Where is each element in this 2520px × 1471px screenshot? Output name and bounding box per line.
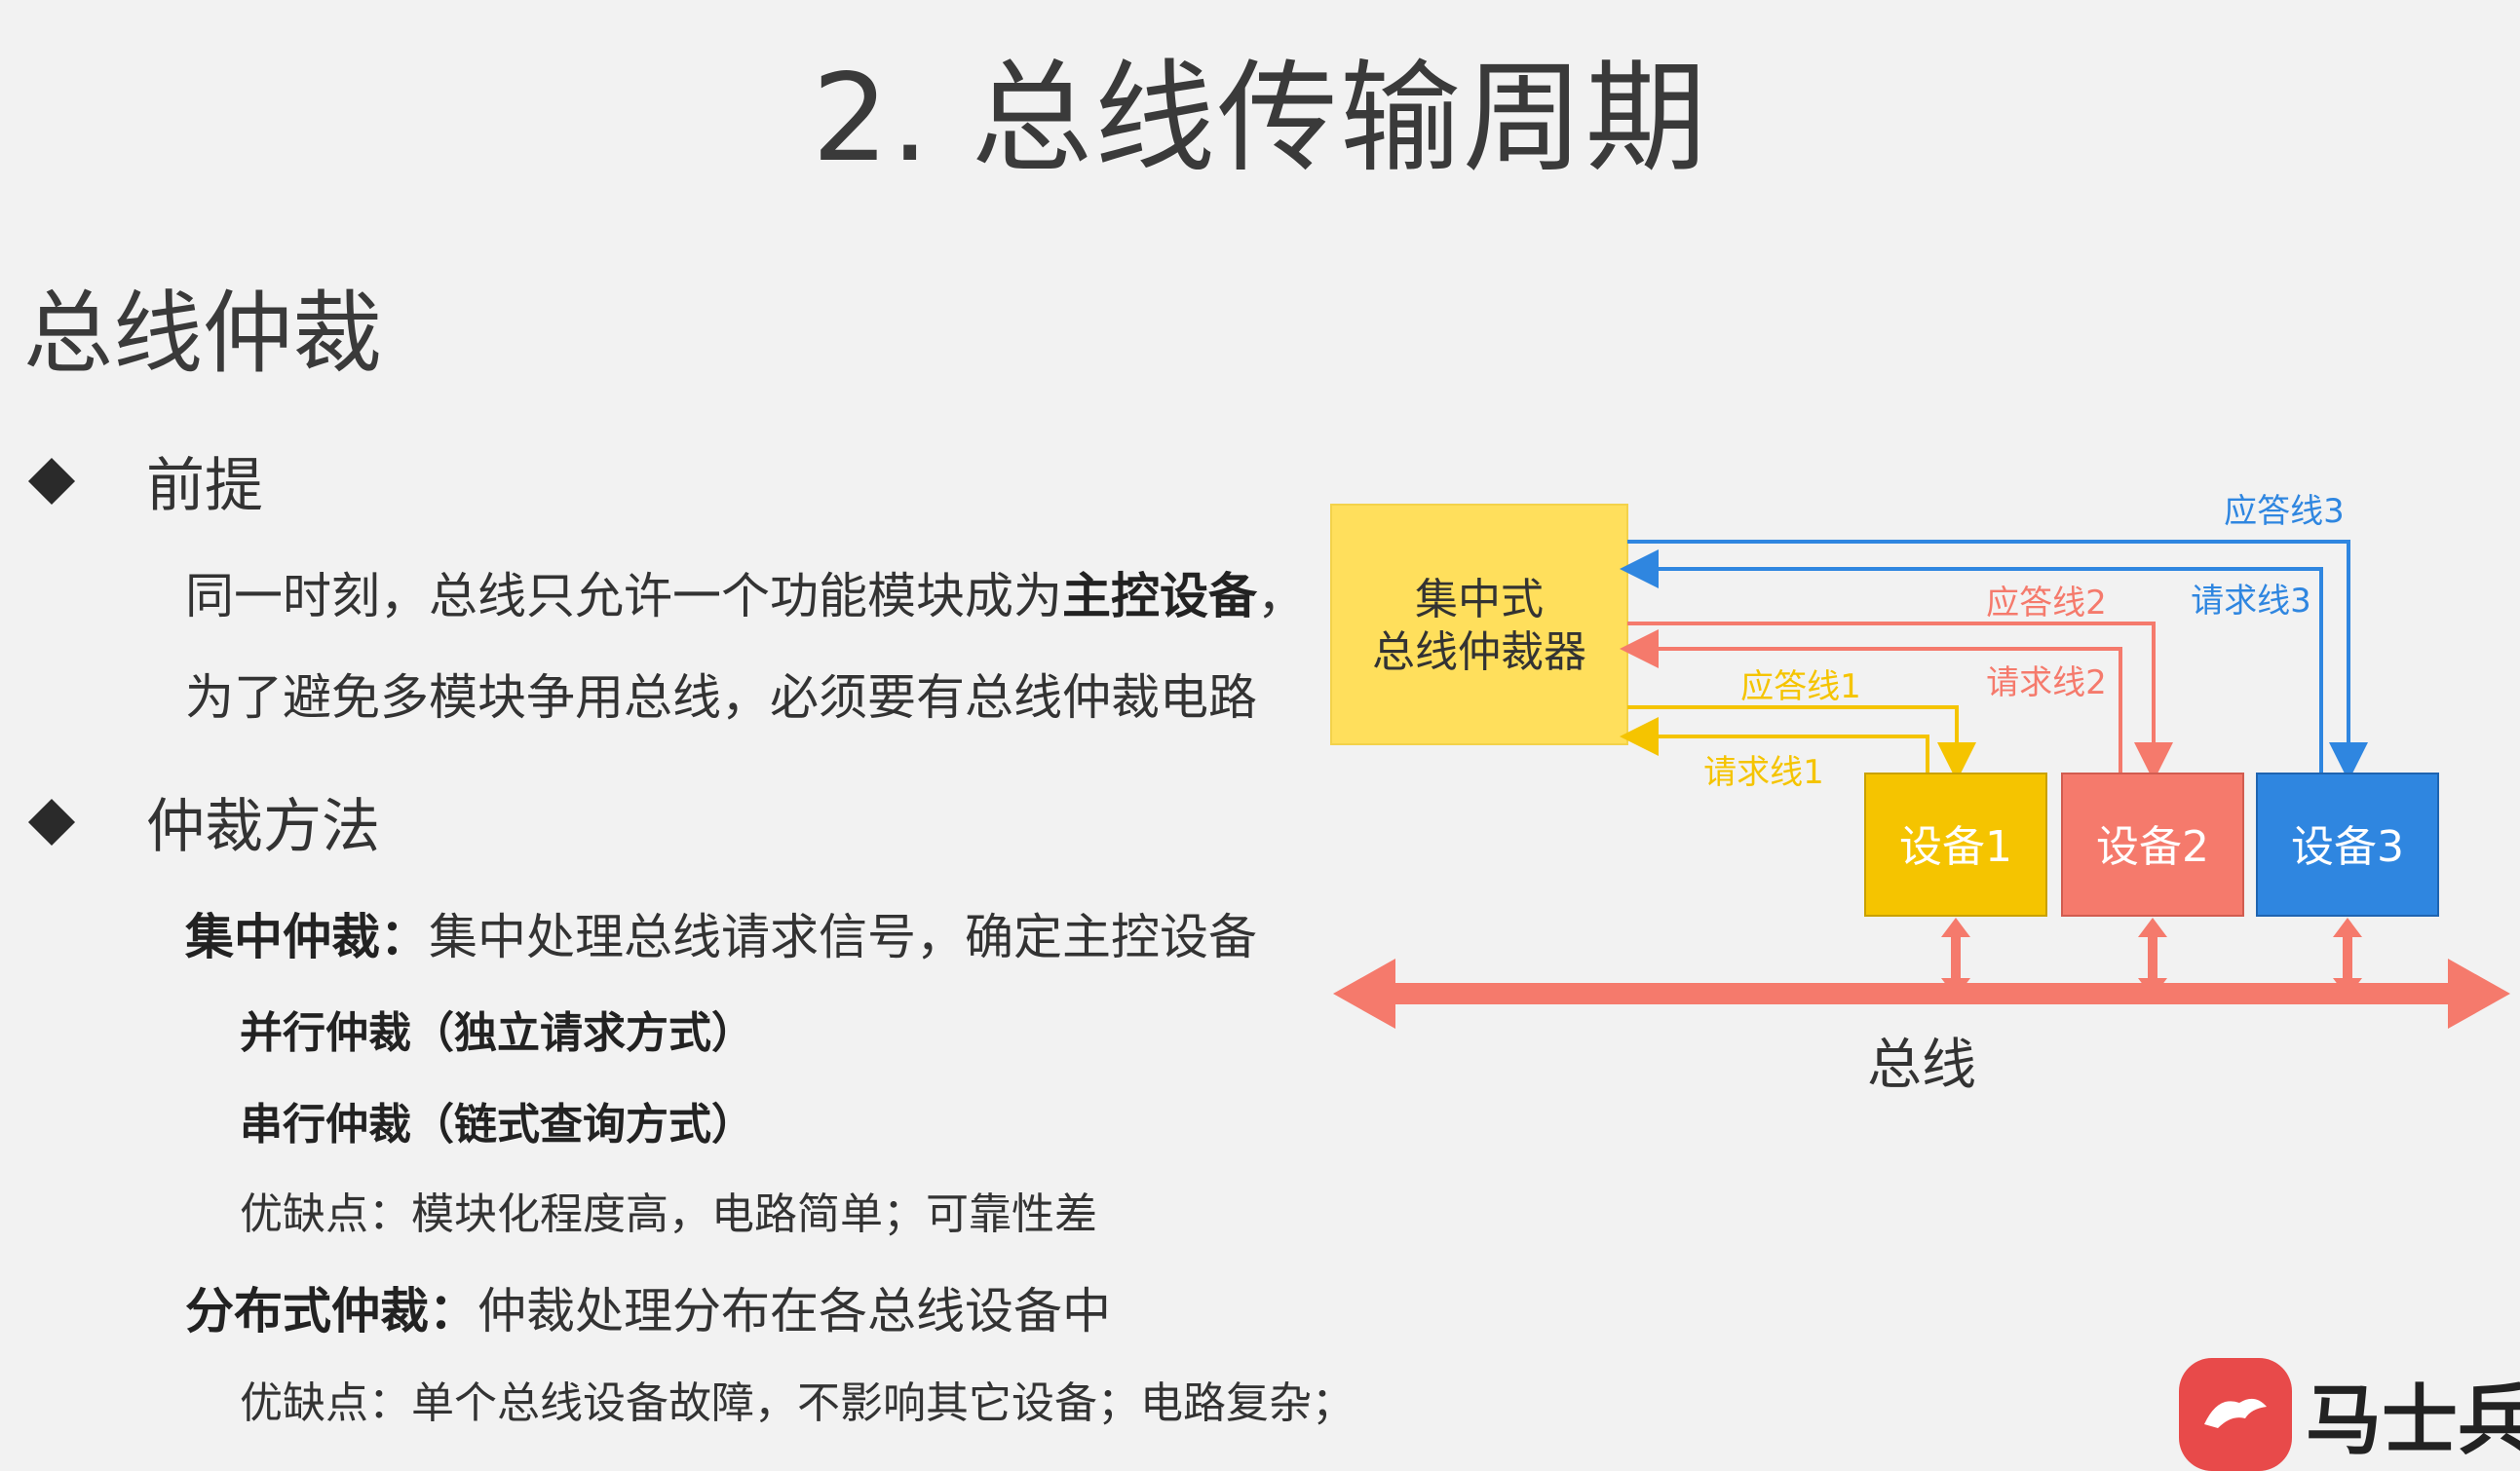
arbiter-box — [1330, 504, 1628, 745]
bus-arrow — [1333, 959, 2510, 1029]
central-arbitration: 集中仲裁：集中处理总线请求信号，确定主控设备 — [185, 898, 1257, 968]
distributed-pros-cons: 优缺点：单个总线设备故障，不影响其它设备；电路复杂； — [240, 1378, 1355, 1428]
arbiter-label-2: 总线仲裁器 — [1372, 627, 1586, 677]
brand-logo: 马士兵教 — [2179, 1358, 2520, 1471]
bus-label: 总线 — [1867, 1034, 1976, 1097]
ack-line-1-label: 应答线1 — [1740, 667, 1861, 706]
central-arbitration-label: 集中仲裁： — [185, 909, 429, 965]
device-1-box — [1864, 773, 2047, 917]
premise-line-1: 同一时刻，总线只允许一个功能模块成为主控设备， — [185, 557, 1306, 627]
horse-icon — [2204, 1398, 2267, 1428]
device-2-label: 设备2 — [2096, 822, 2209, 872]
req-line-1-label: 请求线1 — [1703, 753, 1824, 792]
req-line-3 — [1620, 549, 2323, 773]
req-line-2-label: 请求线2 — [1986, 663, 2107, 702]
req-line-3-label: 请求线3 — [2191, 582, 2311, 621]
logo-mark-icon — [2179, 1358, 2292, 1471]
parallel-arbitration: 并行仲裁（独立请求方式） — [240, 1008, 754, 1058]
device-3-label: 设备3 — [2291, 822, 2404, 872]
ack-line-3-label: 应答线3 — [2224, 492, 2345, 531]
device-1-label: 设备1 — [1899, 822, 2012, 872]
req-line-1 — [1620, 717, 1929, 773]
ack-line-1 — [1627, 705, 1976, 781]
ack-line-2-label: 应答线2 — [1986, 584, 2107, 622]
premise-line-1-text: 同一时刻，总线只允许一个功能模块成为 — [185, 568, 1062, 624]
distributed-arbitration-desc: 仲裁处理分布在各总线设备中 — [477, 1283, 1111, 1339]
distributed-arbitration-label: 分布式仲裁： — [185, 1283, 477, 1339]
bullet-premise: 前提 — [19, 438, 263, 523]
req-line-2 — [1620, 629, 2122, 773]
premise-bold-main-device: 主控设备 — [1062, 568, 1257, 624]
device-2-box — [2061, 773, 2244, 917]
serial-pros-cons: 优缺点：模块化程度高，电路简单；可靠性差 — [240, 1189, 1097, 1239]
distributed-arbitration: 分布式仲裁：仲裁处理分布在各总线设备中 — [185, 1272, 1111, 1342]
device-3-box — [2256, 773, 2439, 917]
logo-text: 马士兵教 — [2306, 1377, 2520, 1465]
premise-line-2: 为了避免多模块争用总线，必须要有总线仲裁电路 — [185, 669, 1257, 726]
bullet-method: 仲裁方法 — [19, 779, 380, 864]
section-title: 总线仲裁 — [23, 282, 383, 386]
central-arbitration-desc: 集中处理总线请求信号，确定主控设备 — [429, 909, 1257, 965]
premise-line-1-comma: ， — [1257, 568, 1306, 624]
arbiter-label-1: 集中式 — [1415, 575, 1544, 624]
ack-line-3 — [1627, 540, 2368, 781]
bus-arbitration-diagram: 集中式 总线仲裁器 应答线3 请求线3 应答线2 请求线2 应答线1 请求线1 … — [1330, 492, 2510, 1097]
bullet-premise-label: 前提 — [146, 452, 263, 520]
serial-arbitration: 串行仲裁（链式查询方式） — [240, 1100, 754, 1150]
slide-title: 2. 总线传输周期 — [812, 49, 1708, 189]
ack-line-2 — [1627, 622, 2173, 781]
bullet-method-label: 仲裁方法 — [146, 793, 380, 861]
